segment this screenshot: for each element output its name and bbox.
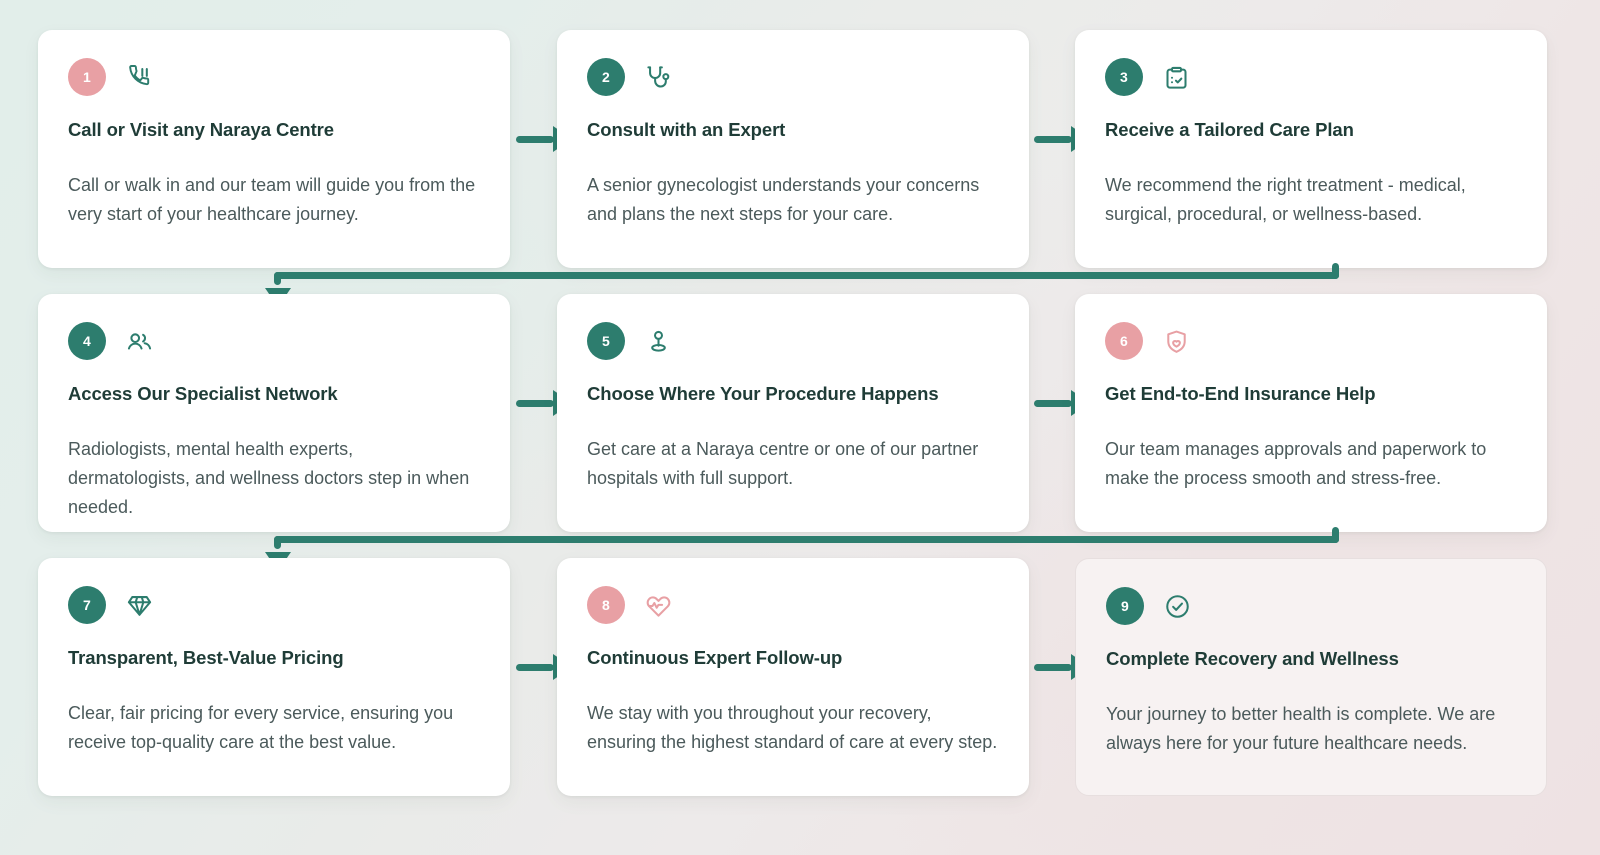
step-card-6[interactable]: 6 Get End-to-End Insurance Help Our team… xyxy=(1075,294,1547,532)
step-number-badge: 9 xyxy=(1106,587,1144,625)
card-description: We recommend the right treatment - medic… xyxy=(1105,175,1466,225)
step-number-badge: 8 xyxy=(587,586,625,624)
card-title: Consult with an Expert xyxy=(587,119,786,140)
card-header: 1 xyxy=(68,58,480,96)
card-title: Get End-to-End Insurance Help xyxy=(1105,383,1376,404)
step-number-badge: 1 xyxy=(68,58,106,96)
map-pin-icon xyxy=(643,326,673,356)
step-card-7[interactable]: 7 Transparent, Best-Value Pricing Clear,… xyxy=(38,558,510,796)
card-description: A senior gynecologist understands your c… xyxy=(587,175,980,225)
connector-right-cap xyxy=(1332,527,1339,543)
card-description: Call or walk in and our team will guide … xyxy=(68,175,476,225)
shield-heart-icon xyxy=(1161,326,1191,356)
card-title: Complete Recovery and Wellness xyxy=(1106,648,1399,669)
card-title: Choose Where Your Procedure Happens xyxy=(587,383,939,404)
step-number-badge: 3 xyxy=(1105,58,1143,96)
card-description: We stay with you throughout your recover… xyxy=(587,703,998,753)
step-number-badge: 2 xyxy=(587,58,625,96)
stethoscope-icon xyxy=(643,62,673,92)
step-number-badge: 4 xyxy=(68,322,106,360)
check-circle-icon xyxy=(1162,591,1192,621)
card-description: Get care at a Naraya centre or one of ou… xyxy=(587,439,979,489)
clipboard-check-icon xyxy=(1161,62,1191,92)
connector-bar xyxy=(516,663,554,671)
step-number-badge: 5 xyxy=(587,322,625,360)
card-description: Clear, fair pricing for every service, e… xyxy=(68,703,454,753)
connector-line xyxy=(274,536,1339,543)
heart-pulse-icon xyxy=(643,590,673,620)
step-card-3[interactable]: 3 Receive a Tailored Care Plan We recomm… xyxy=(1075,30,1547,268)
connector-bar xyxy=(516,399,554,407)
connector-left-cap xyxy=(274,272,281,285)
step-number-badge: 6 xyxy=(1105,322,1143,360)
step-number-badge: 7 xyxy=(68,586,106,624)
card-header: 3 xyxy=(1105,58,1517,96)
card-title: Continuous Expert Follow-up xyxy=(587,647,843,668)
connector-left-cap xyxy=(274,536,281,549)
card-description: Radiologists, mental health experts, der… xyxy=(68,439,470,518)
connector-line xyxy=(274,272,1339,279)
connector-bar xyxy=(1034,135,1072,143)
connector-bar xyxy=(1034,399,1072,407)
step-card-9[interactable]: 9 Complete Recovery and Wellness Your jo… xyxy=(1075,558,1547,796)
card-title: Transparent, Best-Value Pricing xyxy=(68,647,344,668)
step-card-4[interactable]: 4 Access Our Specialist Network Radiolog… xyxy=(38,294,510,532)
card-header: 2 xyxy=(587,58,999,96)
card-header: 7 xyxy=(68,586,480,624)
step-card-8[interactable]: 8 Continuous Expert Follow-up We stay wi… xyxy=(557,558,1029,796)
step-card-2[interactable]: 2 Consult with an Expert A senior gyneco… xyxy=(557,30,1029,268)
phone-pause-icon xyxy=(124,62,154,92)
card-description: Your journey to better health is complet… xyxy=(1106,704,1496,754)
gem-icon xyxy=(124,590,154,620)
card-title: Call or Visit any Naraya Centre xyxy=(68,119,334,140)
card-header: 4 xyxy=(68,322,480,360)
card-description: Our team manages approvals and paperwork… xyxy=(1105,439,1487,489)
connector-bar xyxy=(516,135,554,143)
card-header: 8 xyxy=(587,586,999,624)
connector-right-cap xyxy=(1332,263,1339,279)
card-header: 9 xyxy=(1106,587,1516,625)
users-icon xyxy=(124,326,154,356)
card-title: Receive a Tailored Care Plan xyxy=(1105,119,1354,140)
step-card-5[interactable]: 5 Choose Where Your Procedure Happens Ge… xyxy=(557,294,1029,532)
step-card-1[interactable]: 1 Call or Visit any Naraya Centre Call o… xyxy=(38,30,510,268)
card-header: 6 xyxy=(1105,322,1517,360)
connector-bar xyxy=(1034,663,1072,671)
card-title: Access Our Specialist Network xyxy=(68,383,338,404)
card-header: 5 xyxy=(587,322,999,360)
